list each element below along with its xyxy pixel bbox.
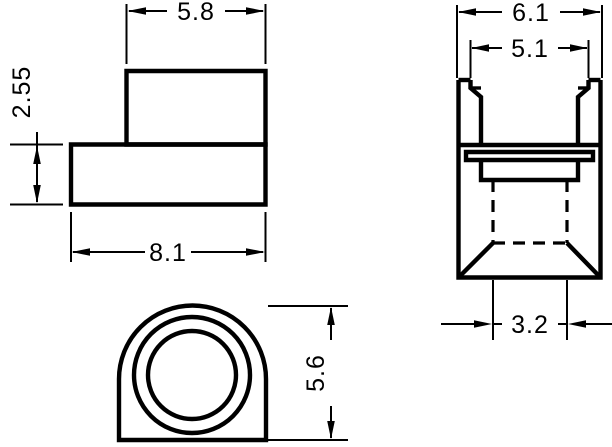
arrow-81-left xyxy=(71,248,90,256)
side-left-wall-outline xyxy=(456,80,603,280)
bottom-plan-view xyxy=(116,303,269,443)
arrow-58-right xyxy=(246,7,265,15)
arrow-51-right xyxy=(570,44,588,52)
dim-61-text: 6.1 xyxy=(512,0,550,27)
dimension-2-55: 2.55 xyxy=(8,52,63,206)
dim-81-text-mask xyxy=(145,240,191,265)
dim-51-text: 5.1 xyxy=(511,35,549,63)
arrow-58-left xyxy=(127,7,146,15)
front-elevation-view xyxy=(68,68,268,207)
arrow-32-left xyxy=(474,320,492,328)
plan-outer-profile xyxy=(116,303,269,443)
dimension-5-1: 5.1 xyxy=(469,35,590,78)
plan-middle-circle xyxy=(131,314,253,436)
dim-61-text-mask xyxy=(502,0,560,25)
dim-56-text: 5.6 xyxy=(302,354,330,392)
arrow-61-right xyxy=(583,8,601,16)
side-taper-right xyxy=(565,241,603,280)
arrow-255-up xyxy=(33,146,41,164)
side-flange-bar xyxy=(463,149,596,163)
dim-255-text-mask xyxy=(24,52,50,132)
dimension-8-1: 8.1 xyxy=(70,212,267,267)
dim-56-text-mask xyxy=(318,340,344,406)
arrow-32-right xyxy=(568,320,586,328)
side-section-view xyxy=(456,77,603,280)
side-taper-left xyxy=(456,241,495,280)
arrow-61-left xyxy=(458,8,476,16)
dim-81-text: 8.1 xyxy=(149,239,187,267)
arrow-255-down xyxy=(33,185,41,204)
arrow-56-down xyxy=(327,421,335,439)
dimension-5-6: 5.6 xyxy=(268,305,348,441)
plan-inner-circle xyxy=(145,328,239,422)
side-right-latch-arm xyxy=(575,80,591,145)
arrow-56-up xyxy=(327,307,335,325)
dim-58-text-mask xyxy=(167,0,225,24)
dim-51-text-mask xyxy=(502,36,558,61)
dimension-3-2: 3.2 xyxy=(441,280,612,340)
dim-32-text-mask xyxy=(502,310,558,336)
dimension-5-8: 5.8 xyxy=(125,0,267,64)
side-left-latch-arm xyxy=(468,80,484,145)
dim-32-text: 3.2 xyxy=(511,311,549,339)
arrow-81-right xyxy=(246,248,265,256)
arrow-51-left xyxy=(471,44,489,52)
dimension-6-1: 6.1 xyxy=(456,0,603,78)
dim-58-text: 5.8 xyxy=(177,0,215,26)
dim-255-text: 2.55 xyxy=(8,66,36,119)
front-lower-block-outline xyxy=(68,142,268,207)
